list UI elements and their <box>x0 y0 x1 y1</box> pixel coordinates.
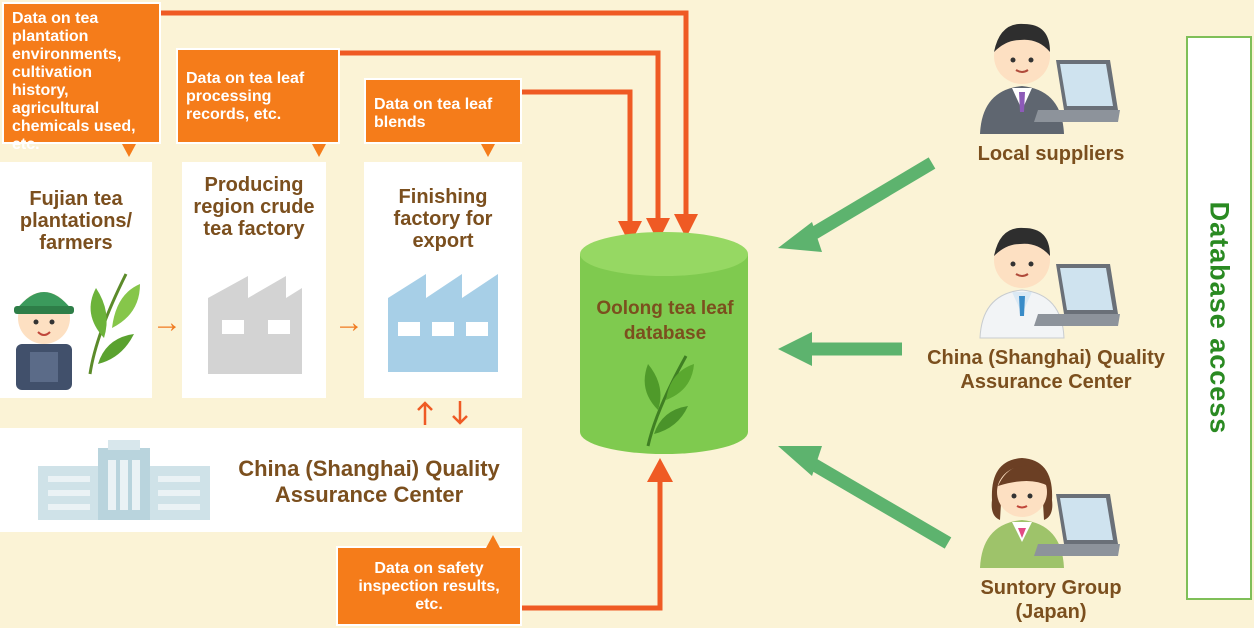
processing-data-callout: Data on tea leaf processing records, etc… <box>176 48 340 157</box>
safety-data-text: Data on safety inspection results, etc. <box>358 560 500 613</box>
processing-arrowhead <box>646 218 670 242</box>
export-factory-title: Finishing factory for export <box>393 186 493 252</box>
safety-data-callout: Data on safety inspection results, etc. <box>336 535 522 626</box>
access-arrow-suntory <box>802 454 952 549</box>
farmer-illustration <box>14 273 140 390</box>
flow-chevron-1: → <box>152 306 182 339</box>
callout-tail <box>486 535 500 548</box>
down-arrow <box>452 401 468 425</box>
safety-arrowhead <box>647 458 673 482</box>
callout-tail <box>122 144 136 157</box>
qa-center-left-label: China (Shanghai) Quality Assurance Cente… <box>238 456 500 507</box>
suntory-user-illustration <box>980 458 1120 568</box>
processing-data-text: Data on tea leaf processing records, etc… <box>186 70 305 123</box>
blends-data-line <box>520 89 633 225</box>
qa-center-card: China (Shanghai) Quality Assurance Cente… <box>0 428 522 532</box>
qa-building-icon <box>38 440 210 520</box>
crude-factory-card: Producing region crude tea factory <box>182 162 326 398</box>
export-factory-icon <box>388 274 498 372</box>
blends-data-callout: Data on tea leaf blends <box>364 78 522 157</box>
blends-data-text: Data on tea leaf blends <box>374 96 493 131</box>
up-arrow <box>417 401 433 425</box>
safety-data-line <box>522 478 663 611</box>
plantation-data-text: Data on tea plantation environments, cul… <box>12 10 136 153</box>
database-cylinder <box>580 232 748 454</box>
person-icon <box>980 458 1064 568</box>
export-factory-card: Finishing factory for export <box>364 162 522 398</box>
plantation-data-line <box>160 10 689 218</box>
laptop-icon <box>1034 494 1120 556</box>
local-supplier-illustration <box>980 23 1120 134</box>
callout-tail <box>481 144 495 157</box>
crude-factory-title: Producing region crude tea factory <box>193 174 315 240</box>
plantation-data-callout: Data on tea plantation environments, cul… <box>2 2 161 157</box>
china-qa-user-illustration <box>979 227 1120 339</box>
local-suppliers-label: Local suppliers <box>977 143 1125 165</box>
database-access-panel: Database access <box>1186 36 1252 600</box>
plantation-arrowhead <box>674 214 698 238</box>
laptop-icon <box>1034 264 1120 326</box>
factory-icon <box>208 276 302 374</box>
laptop-icon <box>1034 60 1120 122</box>
farmers-title: Fujian tea plantations/ farmers <box>19 188 133 254</box>
person-icon <box>979 227 1065 339</box>
database-leaf-icon <box>644 355 694 447</box>
tea-leaf-icon <box>88 273 140 375</box>
farmer-icon <box>14 292 74 390</box>
access-arrow-local <box>802 157 936 244</box>
farmers-card: Fujian tea plantations/ farmers <box>0 162 152 398</box>
blends-arrowhead <box>618 221 642 245</box>
database-label: Oolong tea leaf database <box>596 298 734 344</box>
callout-tail <box>312 144 326 157</box>
processing-data-line <box>340 50 661 222</box>
china-qa-user-label: China (Shanghai) Quality Assurance Cente… <box>927 347 1165 393</box>
suntory-group-label: Suntory Group (Japan) <box>980 577 1122 623</box>
database-access-label: Database access <box>1204 201 1235 435</box>
flow-chevron-2: → <box>334 306 364 339</box>
